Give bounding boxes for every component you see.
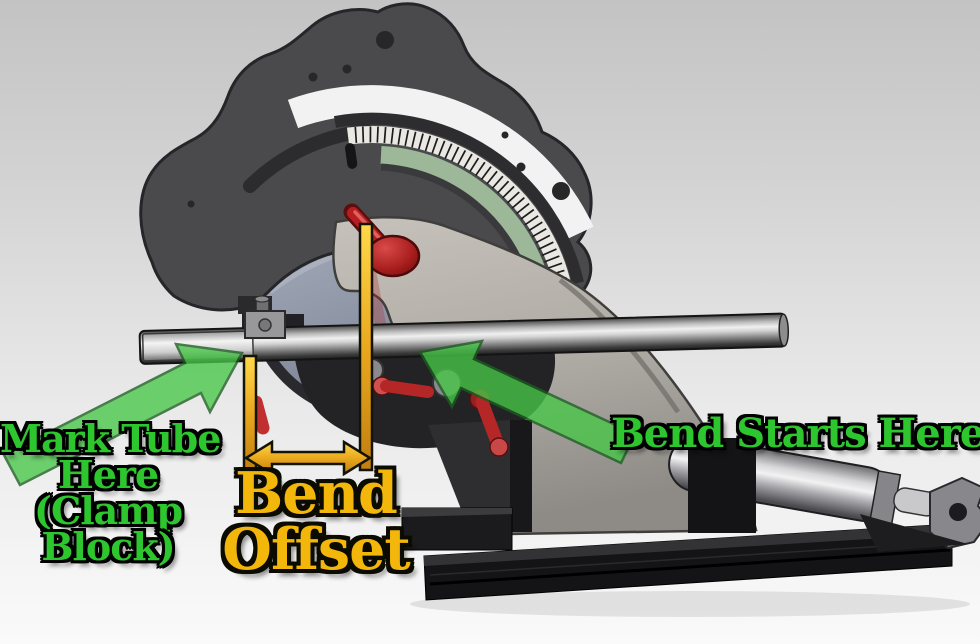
plate-hole (342, 64, 352, 74)
plate-hole (552, 182, 570, 200)
scale-pointer (345, 143, 358, 169)
frame-edge-band (510, 420, 532, 532)
ground-shadow (410, 591, 970, 617)
base-left-box (401, 507, 513, 551)
clamp-handle (475, 395, 504, 449)
bend-starts-arrow (418, 339, 637, 465)
mark-tube-arrow (2, 342, 244, 487)
dimension-extension-line-left (242, 354, 258, 472)
frame-column (688, 438, 756, 533)
clevis-hole (949, 503, 967, 521)
dimension-extension-line-right (358, 222, 374, 472)
tube-end-cap (778, 313, 790, 347)
clamp-handle (380, 380, 434, 398)
scale-ruler-arc (346, 126, 572, 288)
die-pin-knob (365, 234, 421, 278)
scale-tick-marks (354, 126, 569, 291)
bend-offset-line2: Offset (222, 515, 410, 583)
plate-hole (501, 131, 509, 139)
base-beam (423, 523, 953, 601)
mark-tube-line2: Here (57, 452, 159, 498)
mark-tube-line3: (Clamp (33, 488, 183, 534)
plate-hole (516, 162, 526, 172)
swing-arm-plate (139, 2, 594, 312)
clamp-block (244, 295, 286, 339)
degree-scale (333, 112, 584, 291)
dimension-double-arrow (243, 439, 373, 477)
plate-hole (187, 200, 195, 208)
plate-hole (308, 72, 318, 82)
bend-starts-label: Bend Starts Here (611, 410, 980, 457)
plate-hole (376, 31, 394, 49)
cylinder-support (860, 514, 968, 552)
bend-offset-dimension (242, 222, 374, 477)
degree-arc-green (380, 146, 551, 291)
bend-offset-callout: Bend Offset (196, 460, 436, 583)
bend-starts-callout: Bend Starts Here (611, 410, 980, 457)
mark-tube-callout: Mark Tube Here (Clamp Block) (0, 416, 221, 570)
mark-tube-line4: Block) (41, 524, 175, 570)
mark-tube-line1: Mark Tube (0, 416, 221, 461)
bend-offset-line1: Bend (235, 460, 398, 527)
